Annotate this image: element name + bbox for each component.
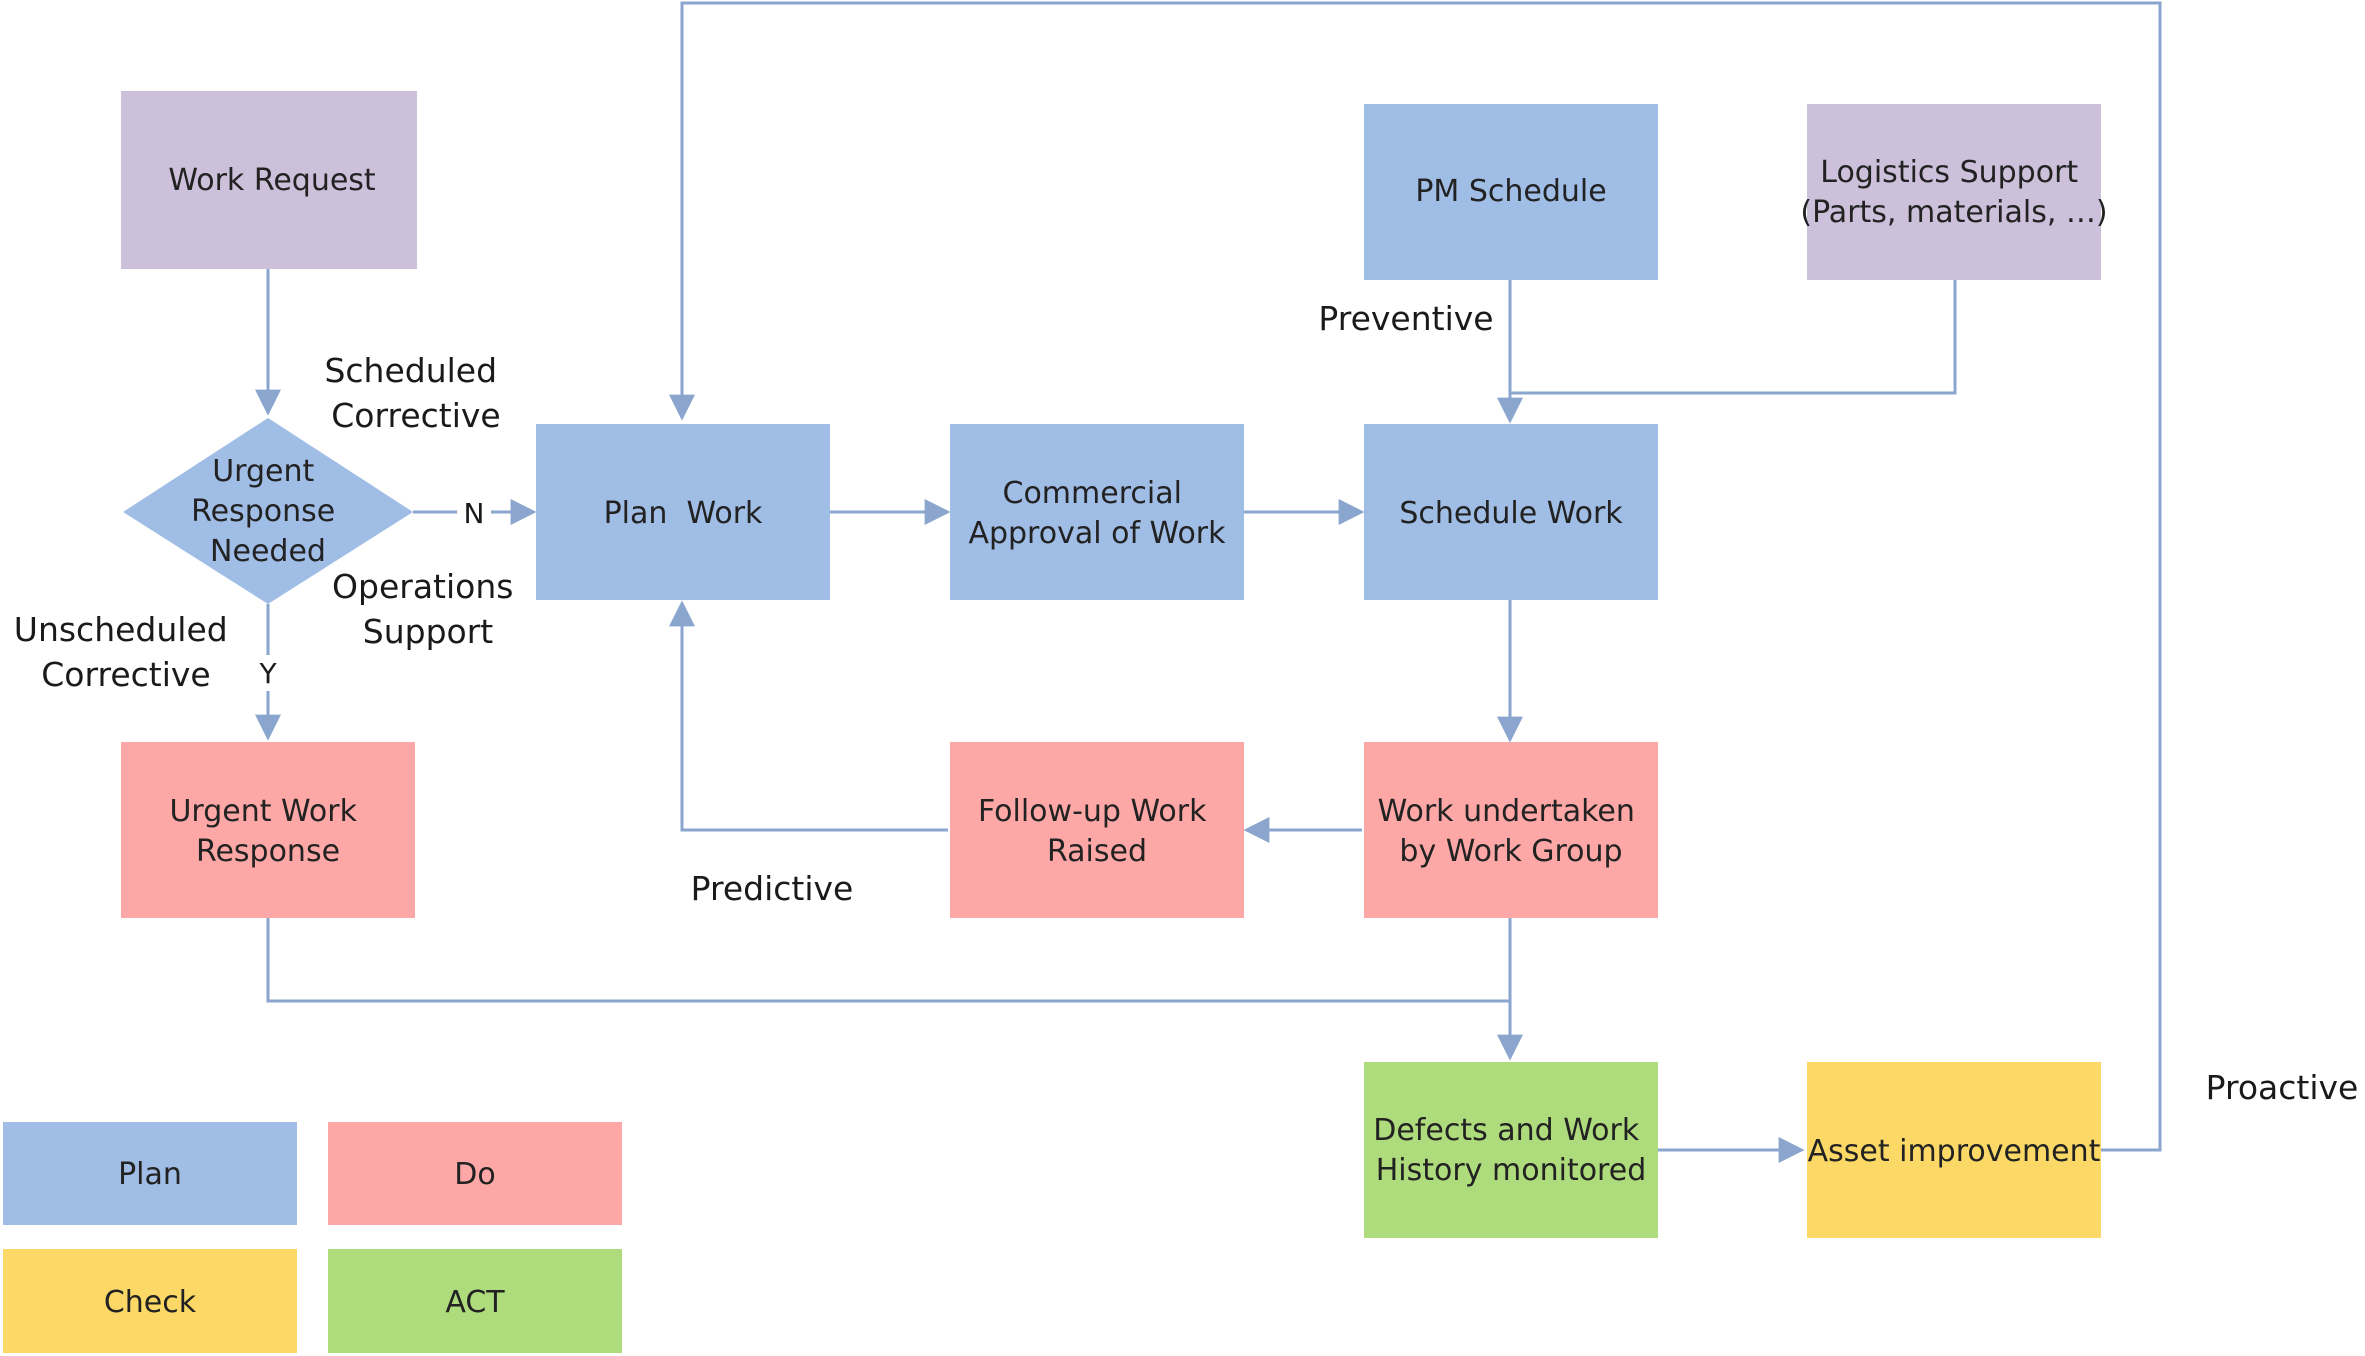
connector-urgent-to-defects — [266, 918, 1510, 1003]
urgent-work-response-line-2: Response — [196, 834, 340, 869]
node-asset-improvement: Asset improvement — [1807, 1062, 2101, 1238]
scheduled-corrective-line-2: Corrective — [331, 396, 500, 435]
annotation-scheduled-corrective: Scheduled Corrective — [324, 351, 507, 435]
node-plan-work: Plan Work — [536, 424, 830, 600]
connector-followup-to-plan — [669, 600, 948, 832]
legend-do-label: Do — [454, 1157, 495, 1192]
unscheduled-corrective-line-2: Corrective — [41, 655, 210, 694]
urgent-decision-diamond — [123, 418, 413, 604]
defects-monitored-line-1: Defects and Work — [1373, 1113, 1640, 1148]
edge-label-yes: Y — [258, 657, 277, 690]
node-logistics-support: Logistics Support (Parts, materials, …) — [1800, 104, 2108, 280]
operations-support-line-2: Support — [363, 612, 494, 651]
svg-text:Urgent Response Ne: Urgent Response Needed — [191, 454, 345, 569]
work-request-box — [121, 91, 417, 269]
svg-text:Defects and Work History: Defects and Work History monitored — [1373, 1113, 1649, 1188]
pm-schedule-label: PM Schedule — [1415, 174, 1606, 209]
node-commercial-approval: Commercial Approval of Work — [950, 424, 1244, 600]
node-urgent-work-response: Urgent Work Response — [121, 742, 415, 918]
annotation-proactive: Proactive — [2206, 1068, 2359, 1107]
legend: Plan Do Check ACT — [3, 1122, 622, 1353]
node-follow-up-work: Follow-up Work Raised — [950, 742, 1244, 918]
commercial-approval-line-2: Approval of Work — [968, 516, 1226, 551]
follow-up-work-line-1: Follow-up Work — [978, 794, 1207, 829]
node-work-undertaken: Work undertaken by Work Group — [1364, 742, 1658, 918]
legend-plan: Plan — [3, 1122, 297, 1225]
follow-up-work-line-2: Raised — [1047, 834, 1147, 869]
legend-check: Check — [3, 1249, 297, 1353]
node-defects-monitored: Defects and Work History monitored — [1364, 1062, 1658, 1238]
work-undertaken-line-1: Work undertaken — [1378, 794, 1635, 829]
pm-schedule-box — [1364, 104, 1658, 280]
urgent-decision-line-3: Needed — [210, 534, 326, 569]
annotation-unscheduled-corrective: Unscheduled Corrective — [14, 610, 238, 694]
svg-text:Logistics Support (Parts: Logistics Support (Parts, materials, …) — [1800, 155, 2107, 230]
edge-label-no: N — [464, 497, 485, 530]
node-schedule-work: Schedule Work — [1364, 424, 1658, 600]
asset-improvement-box — [1807, 1062, 2101, 1238]
schedule-work-box — [1364, 424, 1658, 600]
svg-text:Work undertaken by Work: Work undertaken by Work Group — [1378, 794, 1645, 869]
legend-do: Do — [328, 1122, 622, 1225]
node-urgent-decision: Urgent Response Needed — [123, 418, 413, 604]
legend-check-swatch — [3, 1249, 297, 1353]
urgent-work-response-box — [121, 742, 415, 918]
logistics-support-box — [1807, 104, 2101, 280]
unscheduled-corrective-line-1: Unscheduled — [14, 610, 228, 649]
node-pm-schedule: PM Schedule — [1364, 104, 1658, 280]
work-undertaken-line-2: by Work Group — [1399, 834, 1622, 869]
svg-text:Urgent Work Response: Urgent Work Response — [169, 794, 366, 869]
plan-work-box — [536, 424, 830, 600]
commercial-approval-line-1: Commercial — [1003, 476, 1182, 511]
svg-text:Follow-up Work Raised: Follow-up Work Raised — [978, 794, 1216, 869]
commercial-approval-box — [950, 424, 1244, 600]
logistics-support-line-2: (Parts, materials, …) — [1800, 195, 2107, 230]
annotation-operations-support: Operations Support — [332, 567, 524, 651]
svg-text:Work Request: Work Request — [168, 163, 376, 198]
plan-work-label: Plan Work — [604, 496, 763, 531]
annotation-predictive: Predictive — [691, 869, 854, 908]
asset-improvement-label: Asset improvement — [1808, 1134, 2101, 1169]
schedule-work-label: Schedule Work — [1399, 496, 1623, 531]
legend-check-label: Check — [104, 1285, 197, 1320]
legend-plan-label: Plan — [118, 1157, 182, 1192]
legend-act-swatch — [328, 1249, 622, 1353]
urgent-decision-line-1: Urgent — [212, 454, 314, 489]
legend-act: ACT — [328, 1249, 622, 1353]
connectors — [255, 1, 2162, 1163]
svg-text:Plan Work: Plan Work — [604, 496, 763, 531]
annotation-preventive: Preventive — [1318, 299, 1493, 338]
work-undertaken-box — [1364, 742, 1658, 918]
node-work-request: Work Request — [121, 91, 417, 269]
logistics-support-line-1: Logistics Support — [1820, 155, 2078, 190]
follow-up-work-box — [950, 742, 1244, 918]
urgent-work-response-line-1: Urgent Work — [169, 794, 357, 829]
legend-plan-swatch — [3, 1122, 297, 1225]
svg-text:Asset improvement: Asset improvement — [1808, 1134, 2101, 1169]
legend-act-label: ACT — [445, 1285, 505, 1320]
svg-text:PM Schedule: PM Schedule — [1415, 174, 1606, 209]
defects-monitored-line-2: History monitored — [1376, 1153, 1646, 1188]
scheduled-corrective-line-1: Scheduled — [324, 351, 497, 390]
connector-asset-to-plan — [669, 1, 2162, 1152]
urgent-decision-line-2: Response — [191, 494, 335, 529]
svg-text:Commercial Approval of W: Commercial Approval of Work — [968, 476, 1226, 551]
svg-text:Schedule Work: Schedule Work — [1399, 496, 1623, 531]
operations-support-line-1: Operations — [332, 567, 513, 606]
legend-do-swatch — [328, 1122, 622, 1225]
connector-logistics-to-schedule — [1510, 280, 1957, 395]
work-request-label: Work Request — [168, 163, 376, 198]
defects-monitored-box — [1364, 1062, 1658, 1238]
